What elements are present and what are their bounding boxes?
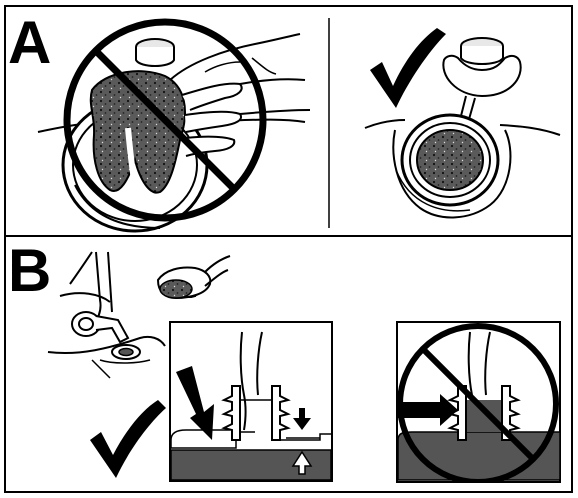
panel-letter-a: A: [8, 9, 51, 76]
panel-letter-b: B: [8, 237, 51, 304]
panel-b: B: [8, 237, 560, 482]
panel-a: A: [8, 9, 560, 231]
checkmark-icon: [370, 28, 446, 108]
checkmark-icon: [90, 400, 166, 478]
frame-a-correct: [365, 28, 560, 217]
frame-a-wrong: [38, 22, 310, 231]
frame-b-correct-level: [170, 322, 332, 481]
frame-b-wrong-level: [394, 322, 560, 482]
